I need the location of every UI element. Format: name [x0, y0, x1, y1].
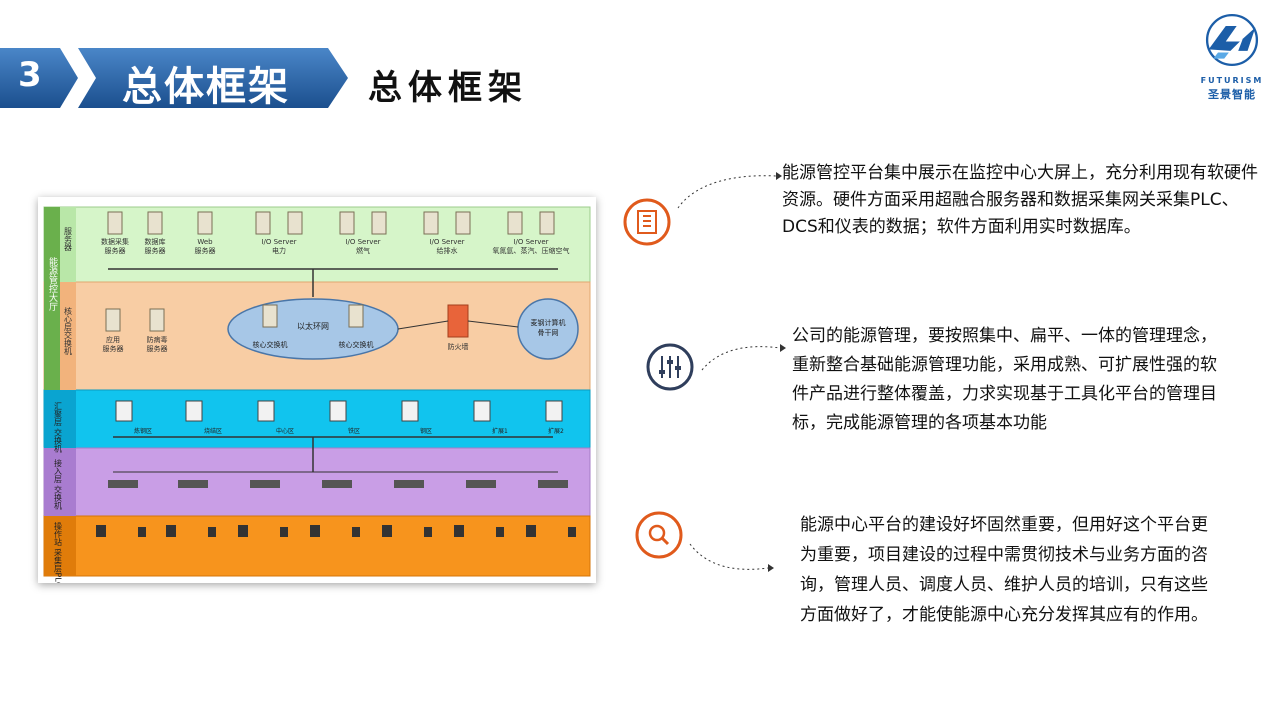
server-label: 服务器: [145, 246, 166, 255]
logo-cn-name: 圣景智能: [1208, 88, 1256, 101]
side-label: 能源管控大厅: [47, 256, 58, 311]
server-label: 数据库: [145, 237, 166, 246]
server-label: 给排水: [437, 246, 458, 255]
connector-curve: [701, 344, 786, 371]
aggregation-label: 扩展1: [492, 427, 508, 435]
aggregation-label: 中心区: [276, 427, 294, 435]
layer-label-access: 接入层 交换机: [54, 458, 63, 511]
aggregation-label: 扩展2: [548, 427, 564, 435]
server-label: 服务器: [105, 246, 126, 255]
app-server-label: 服务器: [103, 344, 124, 353]
app-server-label: 应用: [106, 335, 120, 344]
aggregation-label: 钢区: [420, 427, 432, 435]
page-title: 总体框架: [368, 68, 528, 108]
diagram-canvas: 能源管控大厅 服务器 核心层交换机 汇聚层 交换机 接入层 交换机 操作站 采集…: [43, 206, 591, 588]
aggregation-label: 烧结区: [204, 427, 222, 435]
server-label: I/O Server: [261, 238, 296, 246]
section-title: 总体框架: [122, 64, 290, 110]
layer-label-core: 核心层交换机: [64, 306, 73, 356]
logo-wordmark: FUTURISM: [1200, 76, 1264, 85]
building-icon: [623, 198, 671, 246]
network-architecture-diagram: 能源管控大厅 服务器 核心层交换机 汇聚层 交换机 接入层 交换机 操作站 采集…: [38, 197, 596, 588]
section-number: 3: [18, 55, 42, 95]
layer-label-collect: 操作站 采集层PLC: [54, 521, 63, 583]
server-label: 数据采集: [101, 237, 129, 246]
server-label: I/O Server: [345, 238, 380, 246]
av-server-label: 防病毒: [147, 335, 168, 344]
feature-text-2: 公司的能源管理，要按照集中、扁平、一体的管理理念，重新整合基础能源管理功能，采用…: [792, 326, 1217, 433]
aggregation-label: 炼钢区: [134, 427, 152, 435]
ring-label: 以太环网: [297, 321, 329, 331]
section-number-badge: [0, 48, 78, 108]
server-label: I/O Server: [513, 238, 548, 246]
av-server-label: 服务器: [147, 344, 168, 353]
server-label: Web: [197, 238, 213, 246]
firewall-label: 防火墙: [448, 342, 469, 351]
server-label: 氧氮氩、蒸汽、压缩空气: [493, 246, 570, 255]
futurism-logo-icon: [1205, 13, 1259, 67]
sliders-icon: [646, 343, 694, 391]
section-title-banner: [78, 48, 348, 108]
server-label: 燃气: [356, 246, 370, 255]
feature-text-1: 能源管控平台集中展示在监控中心大屏上，充分利用现有软硬件资源。硬件方面采用超融合…: [782, 163, 1258, 237]
connector-curve: [689, 543, 774, 572]
backbone-label: 骨干网: [538, 329, 559, 337]
connector-curve: [677, 172, 782, 209]
core-switch-label: 核心交换机: [339, 340, 374, 349]
server-label: 服务器: [195, 246, 216, 255]
server-label: 电力: [272, 246, 286, 255]
server-label: I/O Server: [429, 238, 464, 246]
backbone-label: 麦钢计算机: [531, 318, 566, 327]
feature-text-3: 能源中心平台的建设好坏固然重要，但用好这个平台更为重要，项目建设的过程中需贯彻技…: [800, 515, 1208, 625]
layer-label-server: 服务器: [64, 227, 73, 252]
core-switch-label: 核心交换机: [253, 340, 288, 349]
aggregation-label: 铁区: [348, 427, 360, 435]
layer-label-aggregation: 汇聚层 交换机: [54, 402, 63, 454]
search-icon: [635, 511, 683, 559]
